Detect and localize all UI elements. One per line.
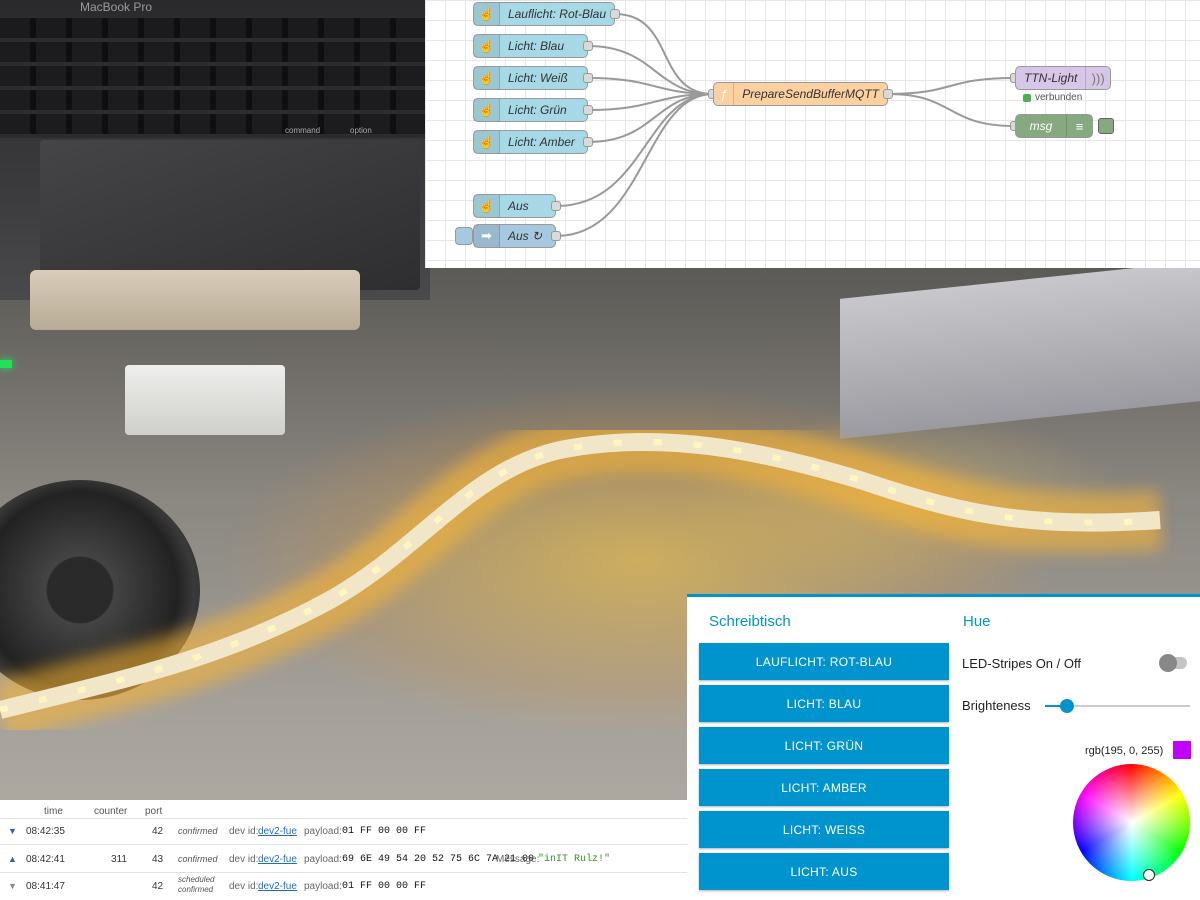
color-swatch — [1173, 741, 1191, 759]
brightness-slider[interactable] — [1045, 699, 1190, 713]
rgb-value: rgb(195, 0, 255) — [1085, 745, 1164, 757]
hand-pointer-icon: ☝ — [474, 99, 500, 121]
nodered-dashboard: Schreibtisch LAUFLICHT: ROT-BLAU LICHT: … — [687, 594, 1200, 900]
status-led — [0, 360, 12, 368]
table-row[interactable]: ▼ 08:42:35 42 confirmed dev id: dev2-fue… — [0, 818, 687, 844]
devid-link[interactable]: dev2-fue — [258, 881, 297, 892]
trackpad — [40, 140, 420, 290]
group-title: Hue — [963, 613, 991, 630]
inject-node-licht-blau[interactable]: ☝ Licht: Blau — [473, 34, 588, 58]
laptop-stand — [30, 270, 360, 330]
inject-node-licht-amber[interactable]: ☝ Licht: Amber — [473, 130, 588, 154]
output-port[interactable] — [551, 231, 561, 241]
ttn-status: verbunden — [1023, 92, 1082, 103]
arrow-right-icon: ➡ — [474, 225, 500, 247]
lauflicht-rot-blau-button[interactable]: LAUFLICHT: ROT-BLAU — [699, 643, 949, 680]
battery-pack — [125, 365, 285, 435]
flow-wires — [555, 13, 1016, 237]
inject-node-lauflicht[interactable]: ☝ Lauflicht: Rot-Blau — [473, 2, 615, 26]
brightness-label: Brighteness — [962, 698, 1031, 713]
switch-label: LED-Stripes On / Off — [962, 656, 1081, 671]
slider-thumb[interactable] — [1059, 699, 1074, 713]
function-node[interactable]: ƒ PrepareSendBufferMQTT — [713, 82, 888, 106]
inject-node-licht-weiss[interactable]: ☝ Licht: Weiß — [473, 66, 588, 90]
hand-pointer-icon: ☝ — [474, 131, 500, 153]
table-row[interactable]: ▼ 08:41:47 42 scheduled confirmed dev id… — [0, 872, 687, 900]
inject-node-licht-gruen[interactable]: ☝ Licht: Grün — [473, 98, 588, 122]
hand-pointer-icon: ☝ — [474, 3, 500, 25]
laptop-label: MacBook Pro — [80, 0, 153, 14]
devid-link[interactable]: dev2-fue — [258, 826, 297, 837]
header-time: time — [44, 806, 63, 817]
output-port[interactable] — [583, 73, 593, 83]
output-port[interactable] — [610, 9, 620, 19]
switch-knob — [1159, 654, 1177, 672]
list-icon: ≡ — [1066, 115, 1092, 137]
scheduled-arrow-icon: ▼ — [8, 881, 17, 891]
status-dot — [1023, 93, 1031, 102]
output-port[interactable] — [883, 89, 893, 99]
inject-trigger-button[interactable] — [455, 227, 473, 245]
power-supply — [840, 261, 1200, 439]
ttn-light-node[interactable]: TTN-Light ))) — [1015, 66, 1111, 90]
function-icon: ƒ — [714, 83, 735, 105]
slider-fill — [1045, 705, 1067, 707]
ttn-traffic-console: time counter port ▼ 08:42:35 42 confirme… — [0, 800, 687, 900]
licht-amber-button[interactable]: LICHT: AMBER — [699, 769, 949, 806]
output-port[interactable] — [551, 201, 561, 211]
downlink-arrow-icon: ▼ — [8, 826, 17, 836]
group-hue: Hue LED-Stripes On / Off Brighteness rgb… — [953, 597, 1200, 900]
uplink-arrow-icon: ▲ — [8, 854, 17, 864]
group-title: Schreibtisch — [709, 613, 791, 630]
nodered-flow-canvas[interactable]: ☝ Lauflicht: Rot-Blau ☝ Licht: Blau ☝ Li… — [425, 0, 1200, 268]
inject-node-aus[interactable]: ☝ Aus — [473, 194, 556, 218]
color-wheel[interactable] — [1073, 764, 1190, 881]
hand-pointer-icon: ☝ — [474, 195, 500, 217]
output-port[interactable] — [583, 105, 593, 115]
debug-toggle-button[interactable] — [1098, 118, 1114, 134]
wireless-icon: ))) — [1085, 67, 1110, 89]
laptop: MacBook Pro command option — [0, 0, 430, 300]
hand-pointer-icon: ☝ — [474, 35, 500, 57]
key-command: command — [285, 126, 321, 135]
color-wheel-marker[interactable] — [1143, 869, 1155, 881]
led-strip — [0, 430, 1163, 730]
key-option: option — [350, 126, 372, 135]
licht-blau-button[interactable]: LICHT: BLAU — [699, 685, 949, 722]
debug-node[interactable]: msg ≡ — [1015, 114, 1093, 138]
output-port[interactable] — [583, 41, 593, 51]
licht-weiss-button[interactable]: LICHT: WEISS — [699, 811, 949, 848]
header-port: port — [145, 806, 163, 817]
devid-link[interactable]: dev2-fue — [258, 854, 297, 865]
licht-aus-button[interactable]: LICHT: AUS — [699, 853, 949, 890]
inject-node-aus-repeat[interactable]: ➡ Aus ↻ — [473, 224, 556, 248]
output-port[interactable] — [583, 137, 593, 147]
led-stripes-switch[interactable] — [1159, 654, 1187, 672]
table-row[interactable]: ▲ 08:42:41 311 43 confirmed dev id: dev2… — [0, 844, 687, 872]
hand-pointer-icon: ☝ — [474, 67, 500, 89]
header-counter: counter — [94, 806, 128, 817]
keyboard — [0, 18, 425, 138]
group-schreibtisch: Schreibtisch LAUFLICHT: ROT-BLAU LICHT: … — [687, 597, 953, 900]
licht-gruen-button[interactable]: LICHT: GRÜN — [699, 727, 949, 764]
